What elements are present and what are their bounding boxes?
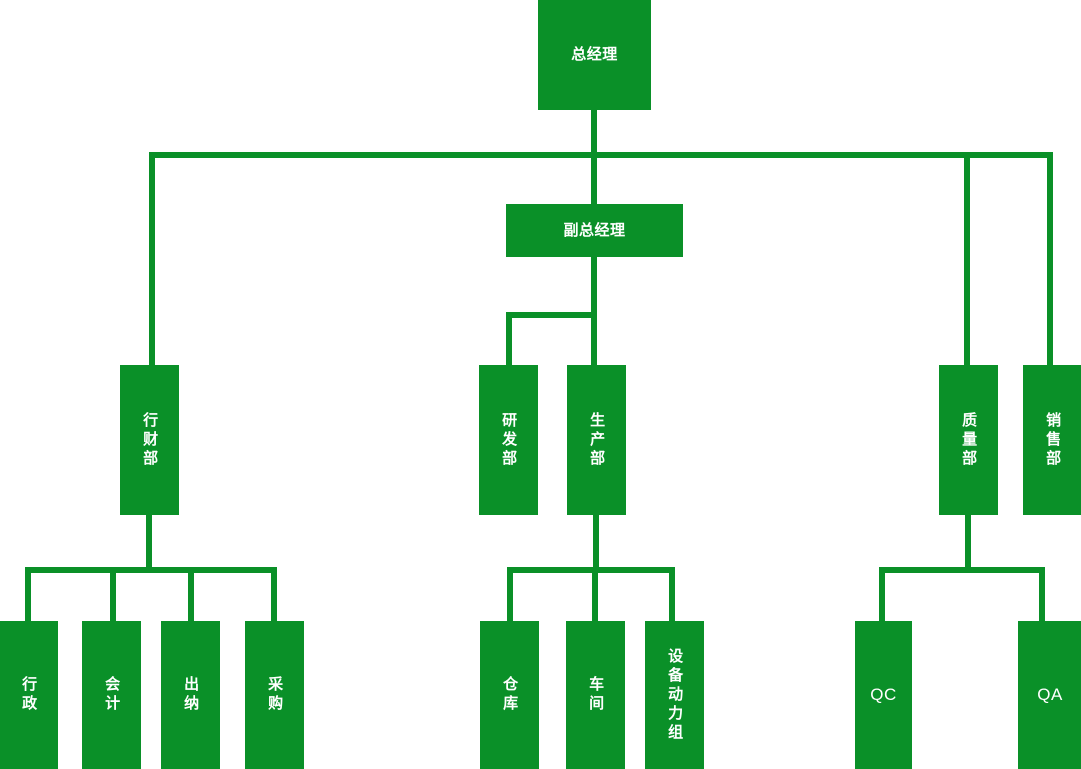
node-accounting[interactable]: 会计 — [82, 621, 141, 769]
connector-drop-purchasing — [271, 567, 277, 622]
node-qa[interactable]: QA — [1018, 621, 1081, 769]
node-label-warehouse: 仓库 — [501, 676, 519, 714]
node-label-general-manager: 总经理 — [571, 46, 618, 64]
connector-drop-admin-finance — [149, 152, 155, 367]
connector-drop-workshop — [592, 567, 598, 622]
node-quality-dept[interactable]: 质量部 — [939, 365, 998, 515]
node-label-workshop: 车间 — [587, 676, 605, 714]
connector-drop-qc — [879, 567, 885, 622]
node-sales-dept[interactable]: 销售部 — [1023, 365, 1081, 515]
connector-quality-bus-right — [940, 567, 1045, 573]
node-qc[interactable]: QC — [855, 621, 912, 769]
node-workshop[interactable]: 车间 — [566, 621, 625, 769]
node-production-dept[interactable]: 生产部 — [567, 365, 626, 515]
node-label-accounting: 会计 — [103, 676, 121, 714]
node-label-equipment-power-group: 设备动力组 — [666, 647, 684, 743]
connector-admin-finance-bus — [25, 567, 277, 573]
node-label-production-dept: 生产部 — [588, 411, 606, 469]
node-deputy-general-manager[interactable]: 副总经理 — [506, 204, 683, 257]
connector-production-stem — [593, 515, 599, 573]
node-label-cashier: 出纳 — [182, 676, 200, 714]
node-rd-dept[interactable]: 研发部 — [479, 365, 538, 515]
connector-deputy-bus — [506, 312, 597, 318]
node-label-rd-dept: 研发部 — [500, 411, 518, 469]
node-label-qa: QA — [1037, 685, 1063, 705]
connector-drop-cashier — [188, 567, 194, 622]
connector-production-bus — [507, 567, 675, 573]
connector-drop-warehouse — [507, 567, 513, 622]
node-admin-finance-dept[interactable]: 行财部 — [120, 365, 179, 515]
connector-drop-accounting — [110, 567, 116, 622]
node-label-admin-finance-dept: 行财部 — [141, 411, 159, 469]
node-label-qc: QC — [870, 685, 897, 705]
connector-drop-sales — [1047, 152, 1053, 367]
node-label-quality-dept: 质量部 — [960, 411, 978, 469]
node-purchasing[interactable]: 采购 — [245, 621, 304, 769]
connector-drop-administration — [25, 567, 31, 622]
node-label-deputy-general-manager: 副总经理 — [563, 221, 626, 239]
connector-drop-qa — [1039, 567, 1045, 622]
node-equipment-power-group[interactable]: 设备动力组 — [645, 621, 704, 769]
node-cashier[interactable]: 出纳 — [161, 621, 220, 769]
connector-drop-rd — [506, 312, 512, 367]
connector-drop-quality — [964, 152, 970, 367]
node-administration[interactable]: 行政 — [0, 621, 58, 769]
node-label-administration: 行政 — [20, 676, 38, 714]
node-label-sales-dept: 销售部 — [1044, 411, 1062, 469]
node-warehouse[interactable]: 仓库 — [480, 621, 539, 769]
connector-drop-equipment — [669, 567, 675, 622]
connector-admin-finance-stem — [146, 515, 152, 573]
connector-gm-bus — [149, 152, 1053, 158]
connector-quality-stem — [965, 515, 971, 573]
node-general-manager[interactable]: 总经理 — [538, 0, 651, 110]
node-label-purchasing: 采购 — [266, 676, 284, 714]
